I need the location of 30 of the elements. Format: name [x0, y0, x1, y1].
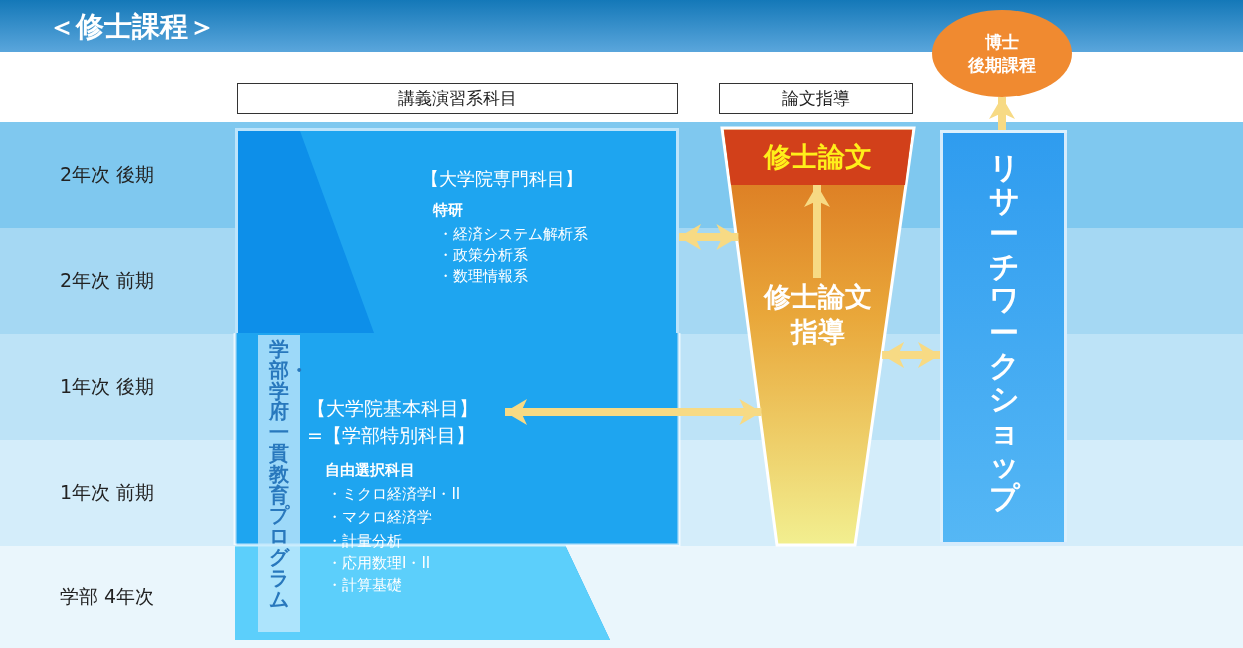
- funnel-shape: [722, 128, 914, 545]
- column-header: 講義演習系科目: [237, 83, 678, 114]
- guidance-text: 修士論文指導: [762, 278, 874, 350]
- column-header: 論文指導: [719, 83, 913, 114]
- term-label: 1年次 前期: [60, 480, 155, 505]
- arrow: [882, 342, 940, 368]
- subject-text: 自由選択科目: [325, 461, 415, 480]
- arrow: [989, 97, 1015, 130]
- title: ＜修士課程＞: [48, 9, 216, 45]
- subject-text: ・数理情報系: [438, 267, 528, 286]
- term-label: 2年次 前期: [60, 268, 155, 293]
- subject-text: ・経済システム解析系: [438, 225, 588, 244]
- thesis-band: 修士論文: [722, 128, 914, 185]
- term-label: 1年次 後期: [60, 374, 155, 399]
- subject-text: 特研: [433, 201, 463, 220]
- program-band: 学部・学府一貫教育プログラム: [258, 335, 300, 632]
- arrow: [679, 224, 739, 250]
- subject-text: 【大学院基本科目】=【学部特別科目】: [307, 396, 479, 448]
- subject-panel: [235, 333, 679, 640]
- term-label: 学部 4年次: [60, 584, 155, 609]
- workshop-column: リサーチワークショップ: [940, 130, 1067, 545]
- subject-text: ・マクロ経済学: [327, 508, 432, 527]
- subject-text: ・政策分析系: [438, 246, 528, 265]
- arrow: [505, 399, 762, 425]
- arrow: [804, 185, 830, 278]
- subject-text: ・計算基礎: [327, 576, 402, 595]
- course-ellipse: 博士 後期課程: [932, 10, 1072, 97]
- subject-panel: [235, 128, 679, 333]
- term-label: 2年次 後期: [60, 162, 155, 187]
- subject-text: 【大学院専門科目】: [421, 167, 583, 191]
